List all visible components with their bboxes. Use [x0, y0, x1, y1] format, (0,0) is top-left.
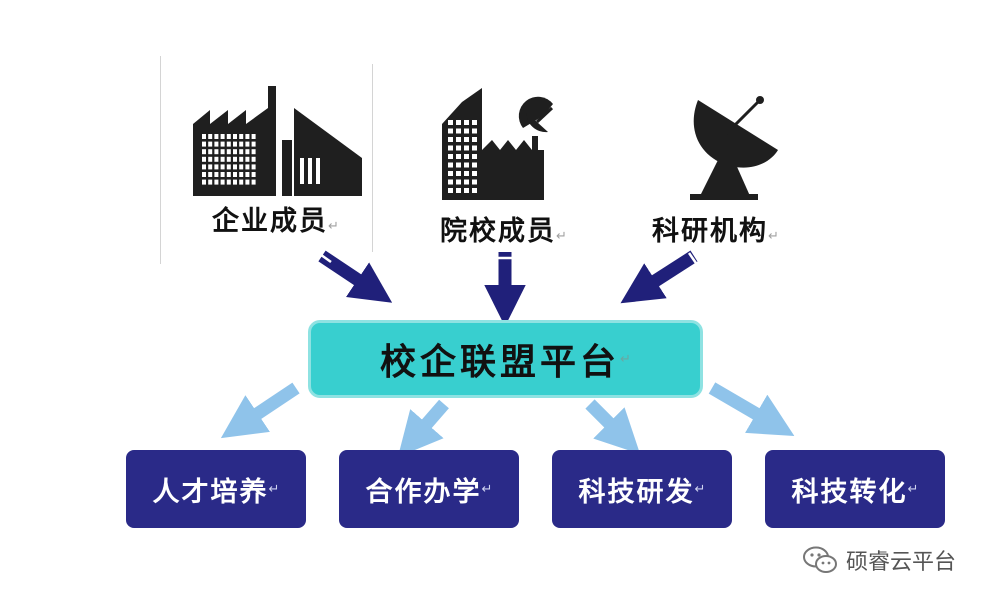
outcome-talent-cultivation: 人才培养↵ [126, 450, 306, 528]
source-label-research: 科研机构↵ [652, 216, 779, 247]
satellite-dish-icon [690, 96, 778, 200]
watermark-text: 硕睿云平台 [846, 550, 957, 575]
dark-arrow-right [620, 250, 700, 304]
building-with-dish-icon [442, 88, 554, 200]
outcome-cooperative-education: 合作办学↵ [339, 450, 519, 528]
outcome-tech-transfer: 科技转化↵ [765, 450, 945, 528]
watermark: 硕睿云平台 [802, 542, 956, 578]
dark-arrow-center [484, 252, 526, 327]
divider-line-left [160, 56, 161, 264]
light-arrow-3 [585, 399, 641, 455]
platform-label: 校企联盟平台 [380, 342, 621, 383]
wechat-icon [803, 546, 837, 573]
dark-arrow-left [316, 250, 393, 303]
outcome-tech-rnd: 科技研发↵ [552, 450, 732, 528]
light-arrow-2 [397, 399, 449, 458]
source-label-college: 院校成员↵ [440, 216, 567, 247]
factory-icon [193, 86, 362, 196]
source-label-enterprise: 企业成员↵ [212, 206, 339, 237]
divider-line-right [372, 64, 373, 252]
platform-box: 校企联盟平台↵ [308, 320, 703, 398]
light-arrow-4 [708, 382, 795, 437]
light-arrow-1 [220, 382, 300, 439]
